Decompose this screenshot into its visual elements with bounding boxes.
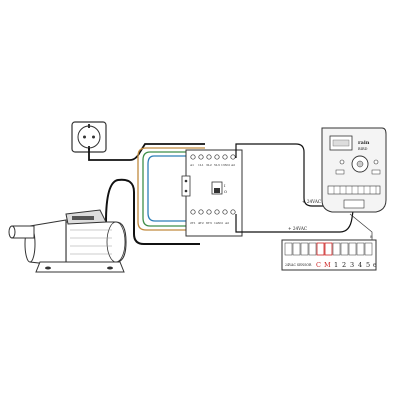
controller-button-icon <box>373 159 379 165</box>
contactor-bottom-label: 2T1 <box>190 221 196 225</box>
terminal-corner-mark: 8 <box>370 234 373 239</box>
terminal-number-labels: C M 1 2 3 4 5 6 <box>316 261 377 269</box>
terminal-label: C <box>316 261 321 269</box>
contactor-bottom-screws <box>190 209 236 215</box>
brown-wire <box>137 147 205 231</box>
controller-model: BIRD <box>358 147 368 151</box>
terminal-label: 4 <box>358 261 362 269</box>
control-wire-upper <box>235 143 348 207</box>
terminal-label: 2 <box>342 261 346 269</box>
contactor-top-screws <box>190 154 236 160</box>
contactor-top-label: A1 <box>189 163 194 167</box>
terminal-left-label: 24VAC SENSOR <box>285 263 312 267</box>
socket-cable <box>88 143 205 161</box>
contactor-top-label: 5L3 <box>214 163 220 167</box>
terminal-label: 6 <box>373 263 377 269</box>
contactor-bottom-labels: 2T1 4T2 6T3 14NO A2 <box>190 221 229 225</box>
wire-label-lower: + 24VAC <box>288 226 307 231</box>
controller-brand: rain <box>358 140 370 146</box>
contactor-switch: I O <box>211 181 227 195</box>
switch-label-on: I <box>224 184 226 188</box>
irrigation-controller: rain BIRD <box>321 127 387 213</box>
controller-terminal-row <box>327 185 381 195</box>
contactor: A1 1L1 3L2 5L3 13NO A2 I O 2T1 4T2 6T3 1… <box>181 149 243 237</box>
wire-label-upper: + 24VAC <box>302 199 321 204</box>
switch-label-off: O <box>224 190 227 194</box>
leader-line <box>349 213 373 240</box>
terminal-label: 1 <box>334 261 338 269</box>
terminal-strip-detail: 24VAC SENSOR C M 1 2 3 4 5 6 8 <box>281 234 377 271</box>
contactor-top-label: 13NO <box>221 163 230 167</box>
blue-wire <box>147 155 214 222</box>
contactor-bottom-label: 6T3 <box>206 221 212 225</box>
contactor-top-label: 1L1 <box>198 163 204 167</box>
contactor-bottom-label: A2 <box>224 221 229 225</box>
terminal-label: 5 <box>366 261 370 269</box>
contactor-top-labels: A1 1L1 3L2 5L3 13NO A2 <box>189 163 235 167</box>
contactor-bottom-label: 4T2 <box>198 221 204 225</box>
terminal-label: 3 <box>350 261 354 269</box>
control-wire-lower <box>235 203 355 233</box>
contactor-top-label: 3L2 <box>206 163 212 167</box>
terminal-label: M <box>324 261 331 269</box>
contactor-top-label: A2 <box>230 163 235 167</box>
contactor-bottom-label: 14NO <box>214 221 223 225</box>
green-wire <box>142 151 210 227</box>
controller-button-icon <box>339 159 345 165</box>
pump-cable <box>105 178 200 245</box>
terminal-blocks <box>284 242 373 256</box>
wall-socket-icon <box>71 121 107 153</box>
water-pump-icon <box>8 209 127 273</box>
